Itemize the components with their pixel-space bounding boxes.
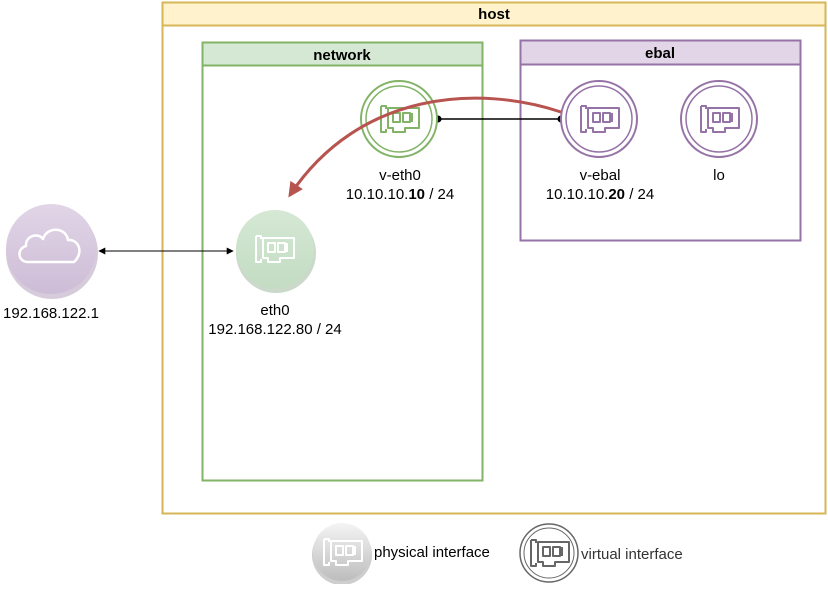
cloud-ip: 192.168.122.1: [3, 305, 99, 322]
eth0-icon: [236, 210, 316, 293]
v-ebal-icon: [560, 80, 638, 158]
legend-physical-icon: [312, 523, 372, 585]
lo-name: lo: [713, 167, 725, 184]
v-eth0-ip: 10.10.10.10 / 24: [346, 186, 454, 203]
legend-virtual-label: virtual interface: [581, 546, 683, 563]
legend-physical-label: physical interface: [374, 544, 490, 561]
cloud-icon: [6, 204, 98, 299]
v-eth0-icon: [360, 80, 438, 158]
eth0-name: eth0: [260, 302, 289, 319]
network-title: network: [313, 47, 371, 64]
host-title: host: [478, 6, 510, 23]
routing-arrow: [288, 96, 562, 198]
eth0-ip: 192.168.122.80 / 24: [208, 321, 341, 338]
v-eth0-name: v-eth0: [379, 167, 421, 184]
lo-icon: [680, 80, 758, 158]
v-ebal-name: v-ebal: [580, 167, 621, 184]
legend-virtual-icon: [519, 523, 579, 583]
ebal-title: ebal: [645, 45, 675, 62]
v-ebal-ip: 10.10.10.20 / 24: [546, 186, 654, 203]
ebal-container: ebal: [519, 39, 802, 242]
